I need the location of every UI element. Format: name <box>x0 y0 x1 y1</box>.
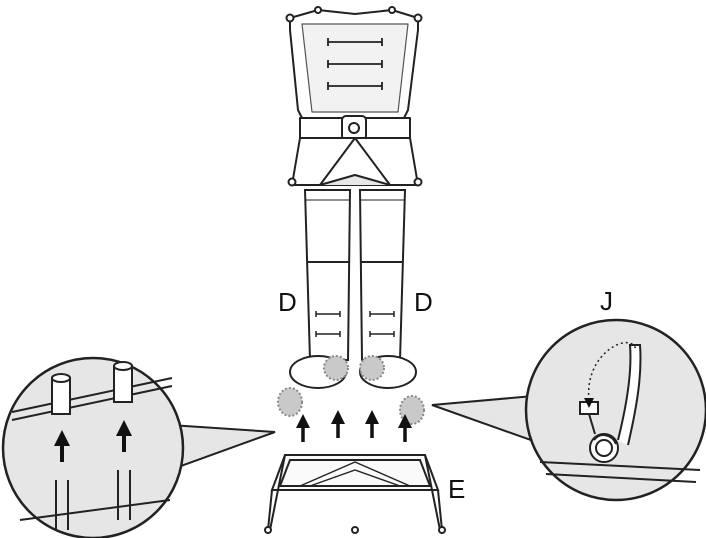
label-tie-detail: J <box>600 286 613 316</box>
labels: D D E J <box>278 286 613 504</box>
legs <box>303 189 407 361</box>
tie-detail-callout <box>431 318 706 502</box>
label-right-leg: D <box>414 287 433 317</box>
frog-closures <box>327 38 383 90</box>
base-stand <box>264 454 446 534</box>
arrow-2 <box>331 410 345 438</box>
up-arrows <box>296 410 412 442</box>
torso <box>285 6 423 187</box>
label-base: E <box>448 474 465 504</box>
arrow-4 <box>398 414 412 442</box>
label-left-leg: D <box>278 287 297 317</box>
peg-detail-callout <box>1 356 276 538</box>
arrow-3 <box>365 410 379 438</box>
shoes <box>277 355 425 425</box>
arrow-1 <box>296 414 310 442</box>
